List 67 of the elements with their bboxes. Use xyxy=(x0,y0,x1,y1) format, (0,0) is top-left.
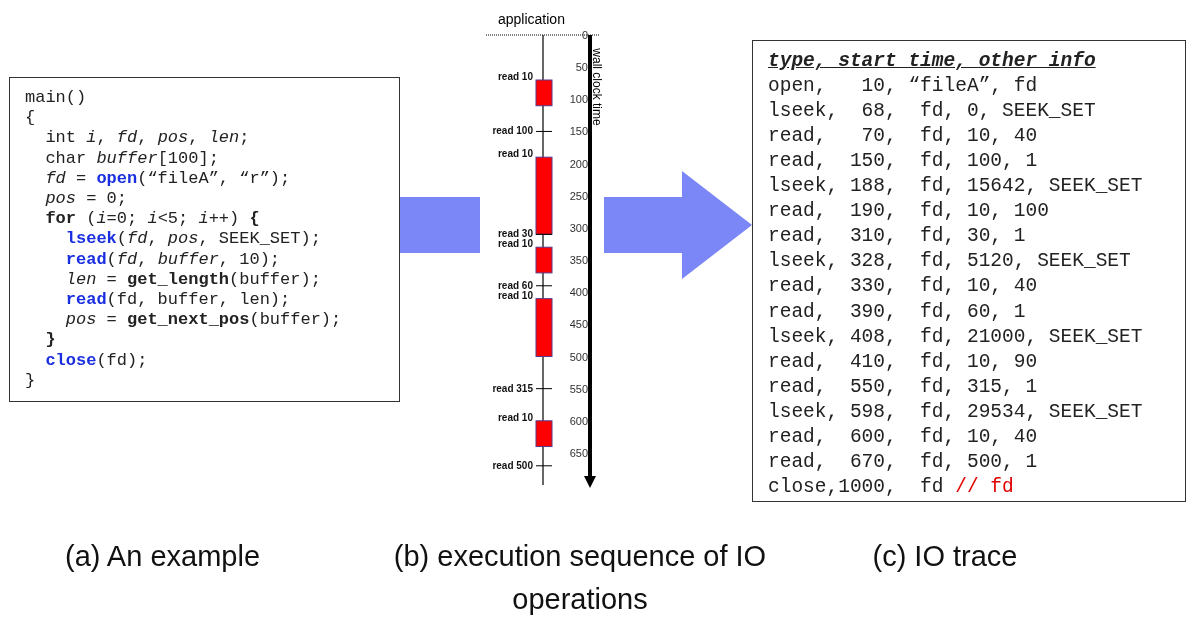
event-label: read 10 xyxy=(497,71,533,82)
code-line: char buffer[100]; xyxy=(45,148,219,169)
event-label: read 10 xyxy=(497,238,533,250)
event-label: read 500 xyxy=(492,459,533,471)
trace-row: read, 310, fd, 30, 1 xyxy=(768,224,1026,250)
tick-label: 400 xyxy=(568,286,588,299)
code-line: pos = get_next_pos(buffer); xyxy=(65,310,342,331)
tick-label: 450 xyxy=(568,318,588,331)
code-line: int i, fd, pos, len; xyxy=(45,128,250,149)
event-label: read 315 xyxy=(492,382,533,394)
tick-label: 500 xyxy=(568,350,588,363)
trace-panel xyxy=(752,40,1186,502)
event-label: read 30 xyxy=(497,228,533,240)
trace-row: lseek, 68, fd, 0, SEEK_SET xyxy=(768,99,1096,125)
block-arrow xyxy=(400,197,480,253)
trace-row: read, 70, fd, 10, 40 xyxy=(768,124,1038,150)
trace-header: type, start time, other info xyxy=(768,49,1096,74)
event-label: read 100 xyxy=(492,125,533,137)
code-line: pos = 0; xyxy=(45,189,127,210)
tick-label: 300 xyxy=(568,221,588,234)
trace-row: read, 330, fd, 10, 40 xyxy=(768,274,1038,300)
code-line: } xyxy=(45,330,56,351)
trace-comment: // fd xyxy=(955,475,1014,498)
code-line: { xyxy=(25,108,36,129)
trace-row: lseek, 188, fd, 15642, SEEK_SET xyxy=(768,174,1143,200)
code-line: main() xyxy=(25,88,87,109)
event-label: read 10 xyxy=(497,148,533,160)
code-line: len = get_length(buffer); xyxy=(65,269,321,290)
event-label: read 10 xyxy=(497,289,533,301)
code-line: close(fd); xyxy=(45,350,148,371)
trace-row: lseek, 328, fd, 5120, SEEK_SET xyxy=(768,249,1131,275)
caption: (c) IO trace xyxy=(871,539,1019,574)
code-line: read(fd, buffer, len); xyxy=(65,290,291,311)
code-line: fd = open(“fileA”, “r”); xyxy=(45,168,291,189)
tick-label: 100 xyxy=(568,93,588,106)
tick-label: 600 xyxy=(568,414,588,427)
trace-row: read, 150, fd, 100, 1 xyxy=(768,149,1038,175)
tick-label: 0 xyxy=(580,29,588,41)
block-arrow xyxy=(604,171,752,279)
tick-label: 650 xyxy=(568,446,588,459)
trace-row: read, 190, fd, 10, 100 xyxy=(768,199,1049,225)
trace-row: lseek, 408, fd, 21000, SEEK_SET xyxy=(768,324,1143,350)
tick-label: 150 xyxy=(568,125,588,138)
code-panel xyxy=(9,77,400,402)
tick-label: 200 xyxy=(568,157,588,170)
trace-row: read, 550, fd, 315, 1 xyxy=(768,374,1038,400)
tick-label: 250 xyxy=(568,189,588,202)
tick-label: 350 xyxy=(568,254,588,267)
event-label: read 10 xyxy=(497,411,533,423)
code-line: } xyxy=(25,370,36,391)
caption: (a) An example xyxy=(63,539,261,574)
caption: (b) execution sequence of IO operations xyxy=(392,539,768,617)
event-label: read 60 xyxy=(497,279,533,291)
trace-row: read, 670, fd, 500, 1 xyxy=(768,449,1038,475)
code-line: lseek(fd, pos, SEEK_SET); xyxy=(65,229,321,250)
trace-row: read, 600, fd, 10, 40 xyxy=(768,424,1038,450)
tick-label: 550 xyxy=(568,382,588,395)
trace-row: lseek, 598, fd, 29534, SEEK_SET xyxy=(768,399,1143,425)
code-line: read(fd, buffer, 10); xyxy=(65,249,281,270)
timeline-heading: application xyxy=(498,11,565,27)
trace-row: open, 10, “fileA”, fd xyxy=(768,74,1038,100)
trace-entry: close,1000, fd xyxy=(768,475,944,498)
trace-row: read, 390, fd, 60, 1 xyxy=(768,299,1026,325)
code-line: for (i=0; i<5; i++) { xyxy=(45,209,260,230)
axis-title: wall clock time xyxy=(589,48,604,126)
tick-label: 50 xyxy=(574,61,588,74)
trace-row: read, 410, fd, 10, 90 xyxy=(768,349,1038,375)
